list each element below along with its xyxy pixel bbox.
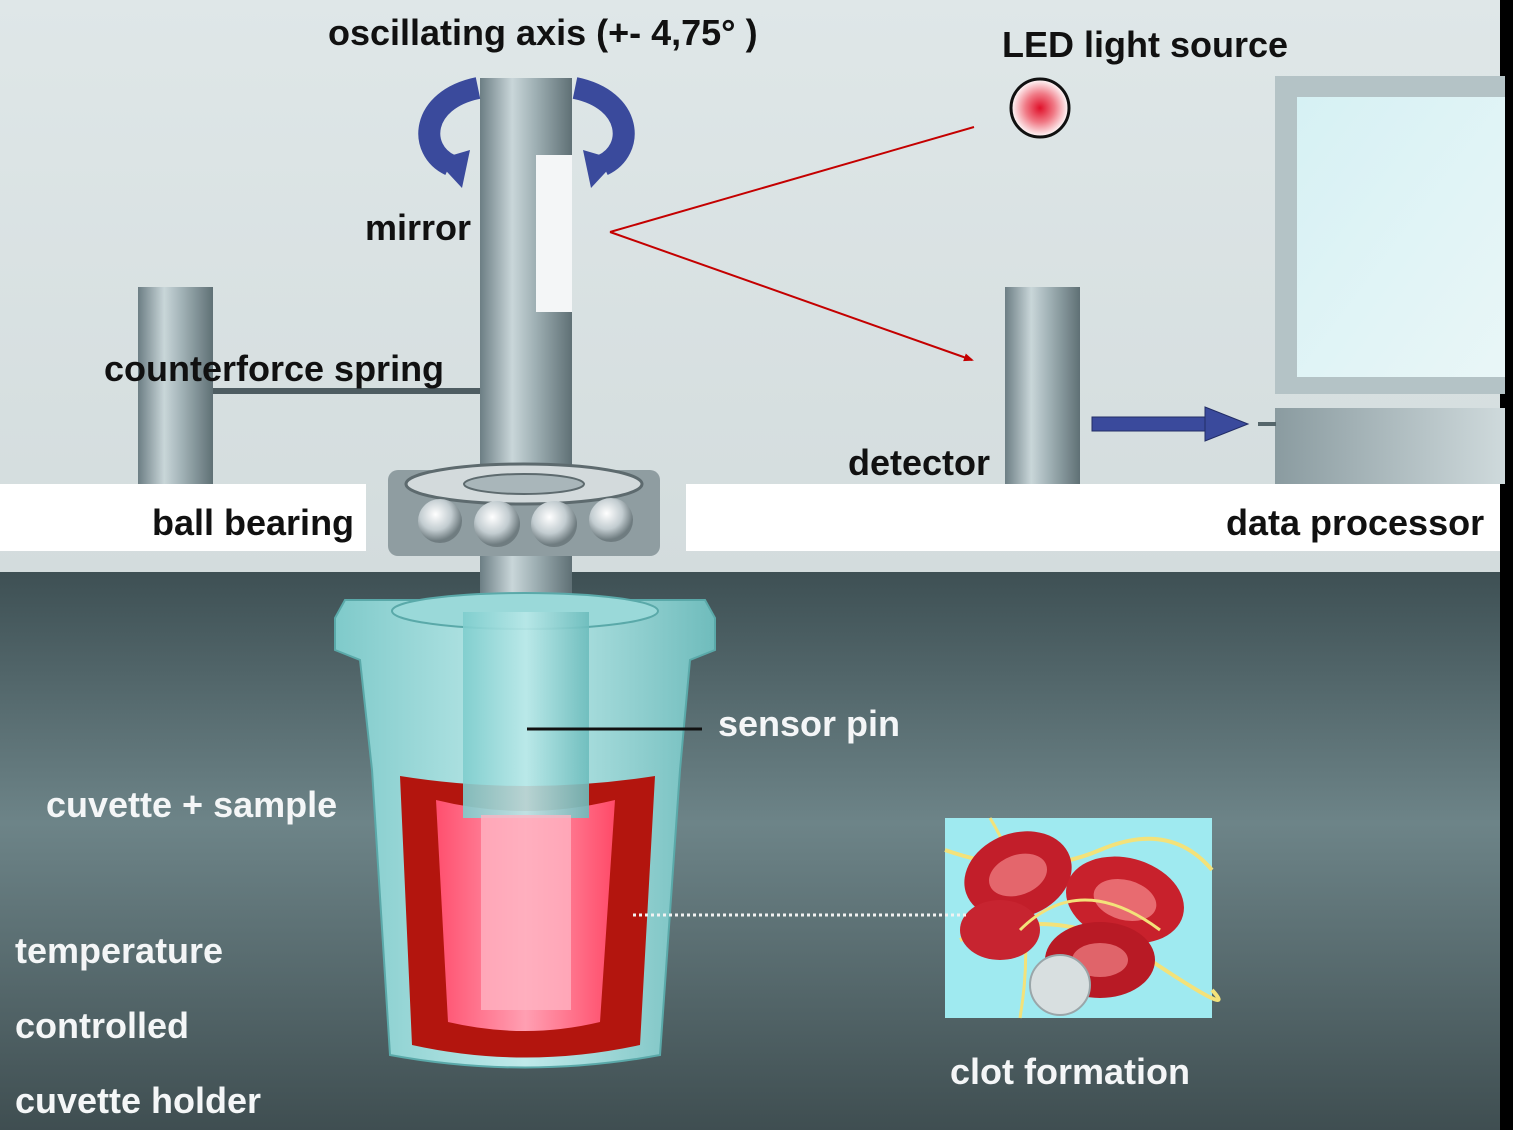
- ball-bearing-label: ball bearing: [152, 502, 355, 543]
- data-processor-label: data processor: [1226, 502, 1485, 543]
- temperature-label-line3: cuvette holder: [15, 1080, 262, 1121]
- clot-formation-image: [944, 817, 1221, 1019]
- cuvette-sample-label: cuvette + sample: [46, 784, 338, 825]
- temperature-label-line2: controlled: [15, 1005, 190, 1046]
- spring-pillar: [138, 287, 213, 484]
- red-led-dot-icon: [1009, 77, 1071, 139]
- shelf-right: [686, 484, 1500, 551]
- shelf-left: [0, 484, 366, 551]
- sensor-pin: [463, 612, 589, 818]
- curved-rotation-arrows-icon: [418, 77, 635, 188]
- right-arrow-icon: [1091, 406, 1276, 442]
- monitor: [1275, 76, 1505, 484]
- counterforce-spring: [213, 388, 481, 394]
- counterforce-spring-label: counterforce spring: [104, 348, 445, 389]
- sensor-pin-submerged: [481, 815, 571, 1010]
- light-path: [609, 126, 975, 362]
- mirror: [536, 155, 572, 312]
- lower-panel: [0, 572, 1500, 1130]
- clot-formation-label: clot formation: [950, 1051, 1190, 1092]
- data-processor-unit: [1275, 408, 1505, 484]
- sensor-pin-label: sensor pin: [718, 703, 901, 744]
- led-light-source-label: LED light source: [1002, 24, 1289, 65]
- ball-bearing: [388, 462, 660, 556]
- detector-pillar: [1005, 287, 1080, 484]
- oscillating-axis-label: oscillating axis (+- 4,75° ): [328, 12, 758, 53]
- cuvette: [334, 592, 716, 1069]
- detector-label: detector: [848, 442, 991, 483]
- mirror-label: mirror: [365, 207, 472, 248]
- temperature-label-line1: temperature: [15, 930, 224, 971]
- upper-panel: [0, 0, 1500, 572]
